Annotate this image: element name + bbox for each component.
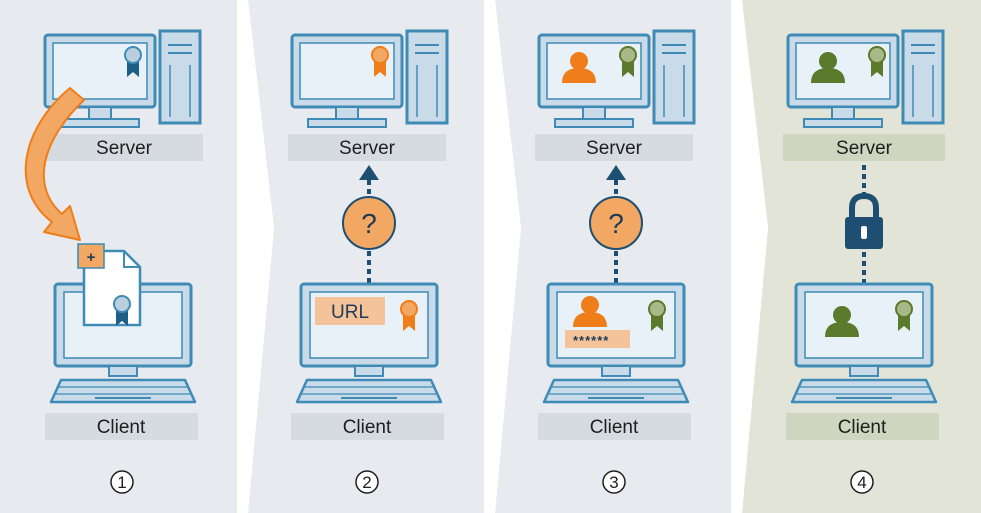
client-label: Client [590, 417, 639, 438]
password-field [565, 330, 630, 348]
server-label: Server [586, 138, 643, 159]
url-field [315, 297, 385, 325]
query-circle [342, 196, 396, 250]
server-label: Server [339, 138, 396, 159]
arrow-up-icon [359, 165, 379, 286]
server-label: Server [836, 138, 893, 159]
client-label: Client [97, 417, 146, 438]
step-number: 2 [362, 473, 371, 492]
query-circle [589, 196, 643, 250]
curved-arrow-icon [24, 87, 85, 241]
step-number: 4 [857, 473, 866, 492]
client-label: Client [343, 417, 392, 438]
step-number: 1 [117, 473, 126, 492]
padlock-icon [845, 192, 883, 249]
step-number-circle [602, 470, 626, 494]
client-label-box [786, 413, 939, 440]
step-number-circle [355, 470, 379, 494]
client-label-box [538, 413, 691, 440]
step-number: 3 [609, 473, 618, 492]
new-cert-plus: + [87, 249, 96, 266]
query-symbol: ? [608, 208, 624, 239]
client-label-box [45, 413, 198, 440]
password-text: ****** [573, 333, 609, 348]
step-number-circle [850, 470, 874, 494]
chevron-separator [731, 0, 768, 513]
new-cert-badge [77, 243, 105, 269]
server-label-box [783, 134, 945, 161]
query-symbol: ? [361, 208, 377, 239]
server-label-box [288, 134, 446, 161]
client-label-box [291, 413, 444, 440]
chevron-separator [237, 0, 274, 513]
document-icon [82, 249, 142, 327]
step-number-circle [110, 470, 134, 494]
arrow-up-icon [606, 165, 626, 286]
client-label: Client [838, 417, 887, 438]
server-label-box [535, 134, 693, 161]
url-text: URL [331, 302, 369, 323]
server-label-box [45, 134, 203, 161]
client-computer [790, 282, 938, 404]
chevron-separator [484, 0, 521, 513]
server-label: Server [96, 138, 153, 159]
